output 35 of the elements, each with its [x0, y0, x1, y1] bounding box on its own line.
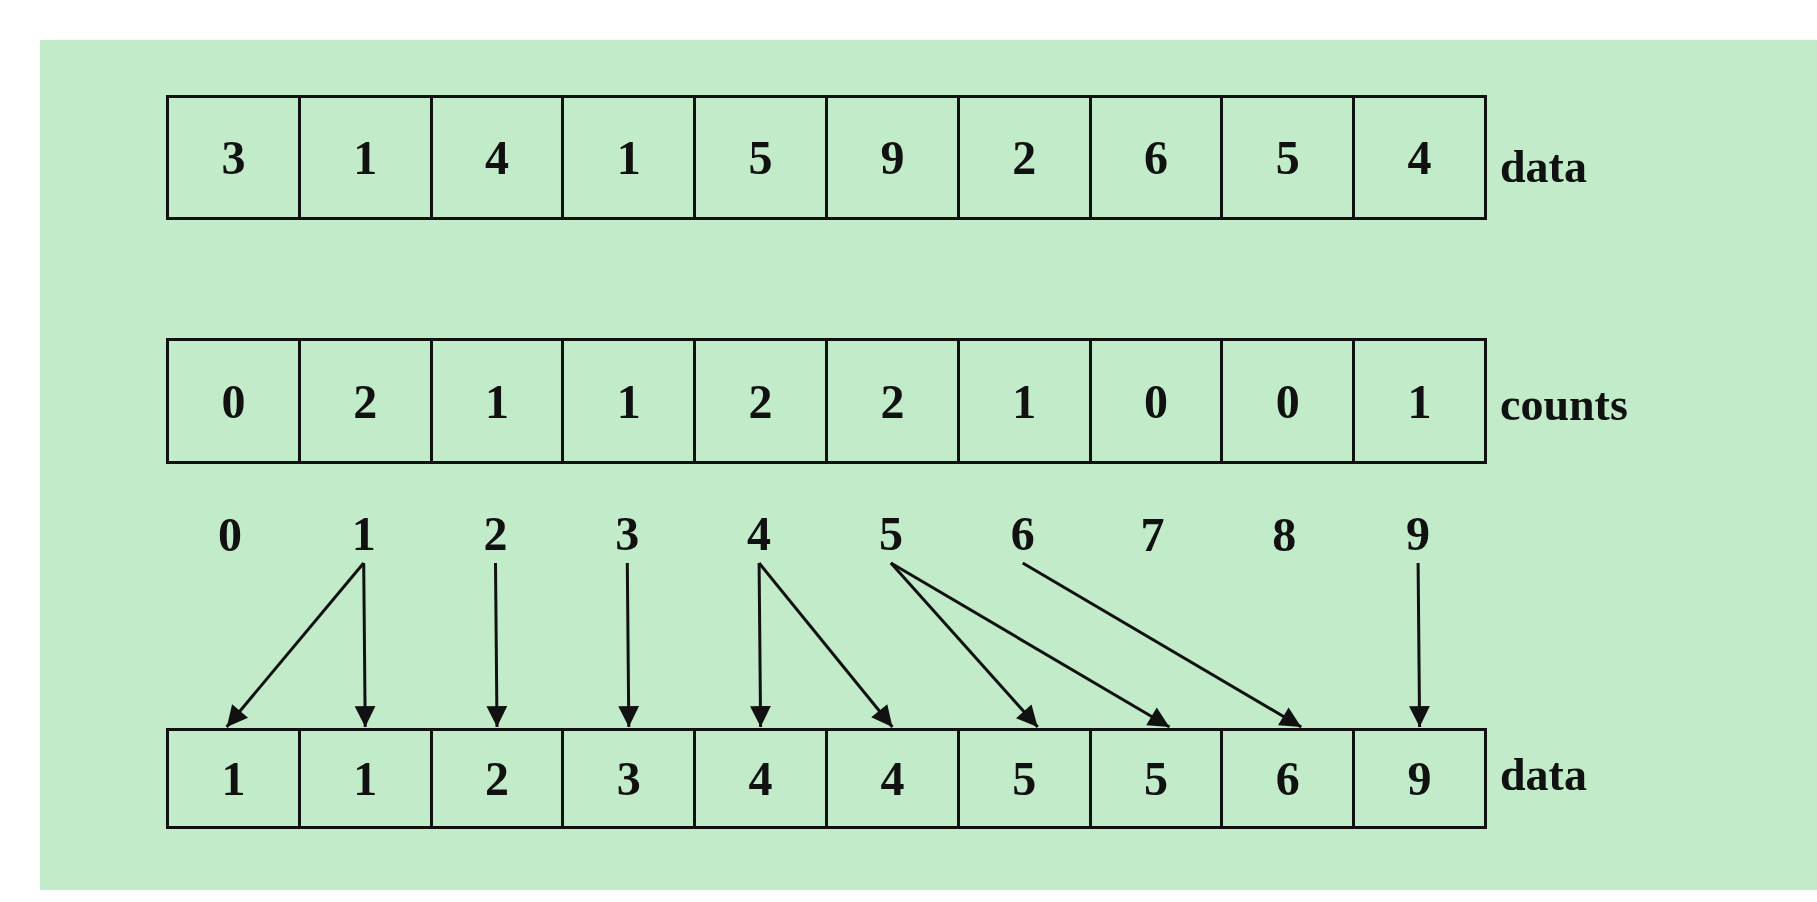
array-cell: 1 [166, 728, 301, 829]
arrow [750, 563, 771, 727]
arrow [889, 562, 1039, 728]
array-label: data [1500, 140, 1587, 193]
array-cell: 0 [166, 338, 301, 464]
arrow [225, 562, 365, 728]
array-cell: 5 [693, 95, 828, 220]
index-number: 7 [1140, 507, 1165, 562]
array-label: data [1500, 748, 1587, 801]
arrow [354, 563, 376, 727]
array-cell: 4 [1352, 95, 1487, 220]
array-cell: 9 [1352, 728, 1487, 829]
array-cell: 3 [166, 95, 301, 220]
arrow [890, 561, 1171, 729]
array-cell: 9 [825, 95, 960, 220]
array-label: counts [1500, 378, 1628, 431]
arrow [1021, 561, 1303, 729]
index-number: 6 [997, 505, 1048, 561]
index-number: 3 [602, 505, 653, 561]
index-number: 2 [470, 505, 521, 561]
arrow [1409, 563, 1430, 727]
array-cell: 2 [693, 338, 828, 464]
array-cell: 4 [825, 728, 960, 829]
index-number: 9 [1393, 505, 1444, 561]
arrow [618, 563, 640, 727]
array-cell: 2 [825, 338, 960, 464]
index-number: 1 [338, 505, 389, 561]
index-number: 4 [734, 505, 785, 561]
arrow [486, 563, 508, 727]
index-number: 5 [865, 505, 916, 561]
index-number: 0 [217, 507, 242, 562]
array-cell: 1 [1352, 338, 1487, 464]
array-cell: 4 [693, 728, 828, 829]
arrow [757, 562, 894, 728]
index-number: 8 [1272, 507, 1297, 562]
